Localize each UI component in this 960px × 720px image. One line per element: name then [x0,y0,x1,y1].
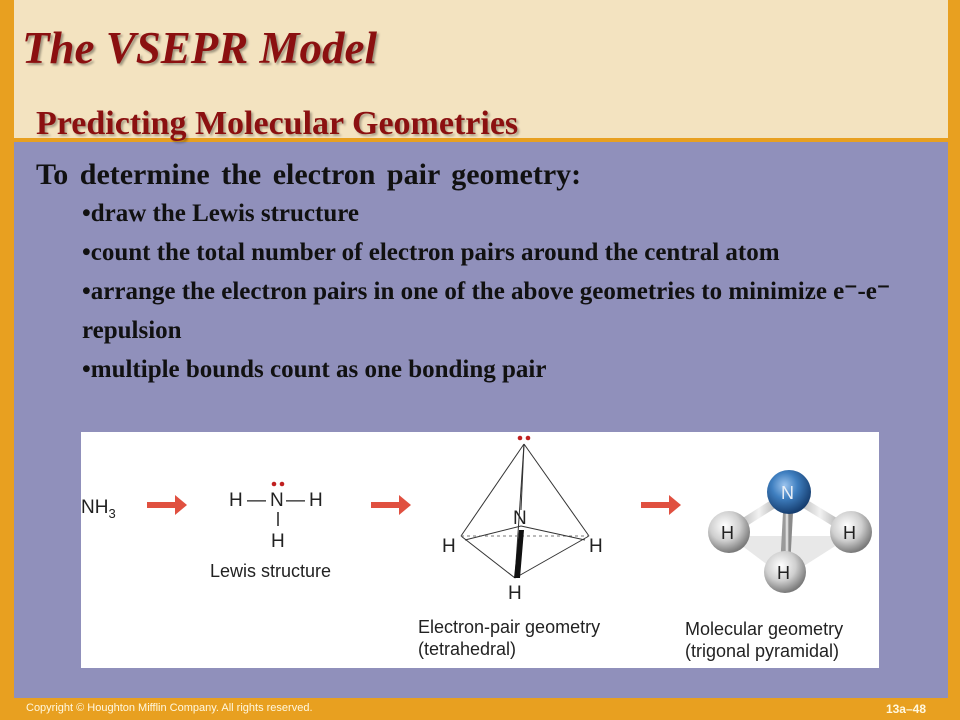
lone-pair-dot [525,435,531,441]
title-panel [14,0,948,140]
bullet-item: •count the total number of electron pair… [82,239,780,266]
tetrahedral-diagram: N H H H Electron-pair geometry (tetrahed… [418,435,603,659]
lone-pair-dot [279,481,285,487]
atom-label: N [781,483,794,503]
atom-label: H [777,563,790,583]
h-atom-sphere [830,511,872,553]
title-divider [14,138,948,142]
h-atom-sphere [708,511,750,553]
footer-bar: Copyright © Houghton Mifflin Company. Al… [14,698,948,720]
atom-label: H [589,536,603,557]
lewis-structure: H — N — H H Lewis structure [210,481,331,581]
atom-label: H [271,531,285,552]
arrow-icon [147,495,187,515]
lone-pair-dot [271,481,277,487]
content-body: To determine the electron pair geometry:… [36,156,926,389]
bond-label: — [247,490,266,511]
atom-label: H [508,583,522,604]
n-atom-sphere [767,470,811,514]
arrow-icon [371,495,411,515]
bullet-list: •draw the Lewis structure •count the tot… [82,194,926,389]
electron-pair-caption-line1: Electron-pair geometry [418,617,600,637]
nh3-figure: NH3 H — N — H H Lewis structure [81,432,879,668]
bullet-item: •arrange the electron pairs in one of th… [82,278,891,344]
slide-subtitle: Predicting Molecular Geometries [36,105,519,142]
molecular-model: N H H H Molecular geometry (trigonal pyr… [685,470,872,661]
bond-label: — [286,490,305,511]
intro-text: To determine the electron pair geometry: [36,158,582,191]
h-atom-sphere [764,551,806,593]
lone-pair-dot [517,435,523,441]
molecular-caption-line2: (trigonal pyramidal) [685,641,839,661]
nh3-diagram: NH3 H — N — H H Lewis structure [81,435,872,661]
lewis-caption: Lewis structure [210,561,331,581]
atom-label: N [513,508,527,529]
atom-label: H [721,523,734,543]
right-accent-bar [948,0,960,720]
atom-label: H [843,523,856,543]
atom-label: H [442,536,456,557]
slide-title: The VSEPR Model [22,23,378,73]
molecular-caption-line1: Molecular geometry [685,619,843,639]
atom-label: H [229,490,243,511]
bullet-item: •multiple bounds count as one bonding pa… [82,356,547,383]
atom-label: N [270,490,284,511]
arrow-icon [641,495,681,515]
formula-text: NH3 [81,497,116,521]
bullet-item: •draw the Lewis structure [82,200,360,227]
page-number: 13a–48 [885,702,926,716]
electron-pair-caption-line2: (tetrahedral) [418,639,516,659]
copyright-text: Copyright © Houghton Mifflin Company. Al… [26,702,313,714]
left-accent-bar [0,0,14,720]
atom-label: H [309,490,323,511]
